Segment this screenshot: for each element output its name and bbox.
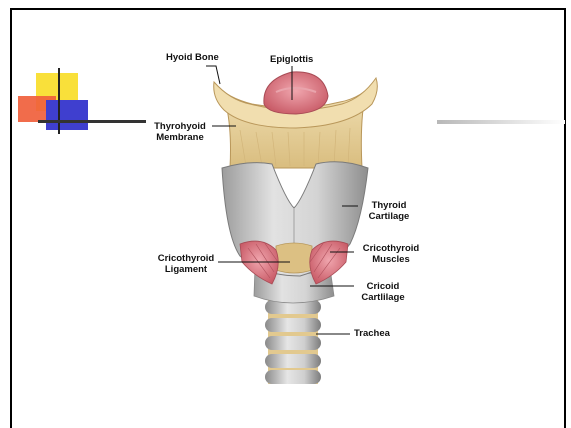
label-thyroid-cartilage: Thyroid Cartilage bbox=[360, 200, 418, 222]
trachea-rings bbox=[265, 300, 321, 384]
label-cricoid-line1: Cricoid bbox=[352, 281, 414, 292]
label-cricothyroid-ligament: Cricothyroid Ligament bbox=[154, 253, 218, 275]
label-cricothyroid-muscles-line1: Cricothyroid bbox=[356, 243, 426, 254]
label-cricothyroid-ligament-line1: Cricothyroid bbox=[154, 253, 218, 264]
label-cricoid-cartilage: Cricoid Cartlilage bbox=[352, 281, 414, 303]
label-thyrohyoid-line2: Membrane bbox=[150, 132, 210, 143]
label-cricoid-line2: Cartlilage bbox=[352, 292, 414, 303]
label-thyroid-line1: Thyroid bbox=[360, 200, 418, 211]
label-thyrohyoid-line1: Thyrohyoid bbox=[150, 121, 210, 132]
label-thyrohyoid-membrane: Thyrohyoid Membrane bbox=[150, 121, 210, 143]
label-epiglottis: Epiglottis bbox=[270, 54, 313, 65]
epiglottis-shape bbox=[264, 72, 328, 114]
label-thyroid-line2: Cartilage bbox=[360, 211, 418, 222]
label-hyoid-bone: Hyoid Bone bbox=[166, 52, 219, 63]
label-trachea: Trachea bbox=[354, 328, 390, 339]
label-cricothyroid-ligament-line2: Ligament bbox=[154, 264, 218, 275]
cricothyroid-ligament-shape bbox=[276, 243, 312, 273]
label-cricothyroid-muscles: Cricothyroid Muscles bbox=[356, 243, 426, 265]
label-cricothyroid-muscles-line2: Muscles bbox=[356, 254, 426, 265]
